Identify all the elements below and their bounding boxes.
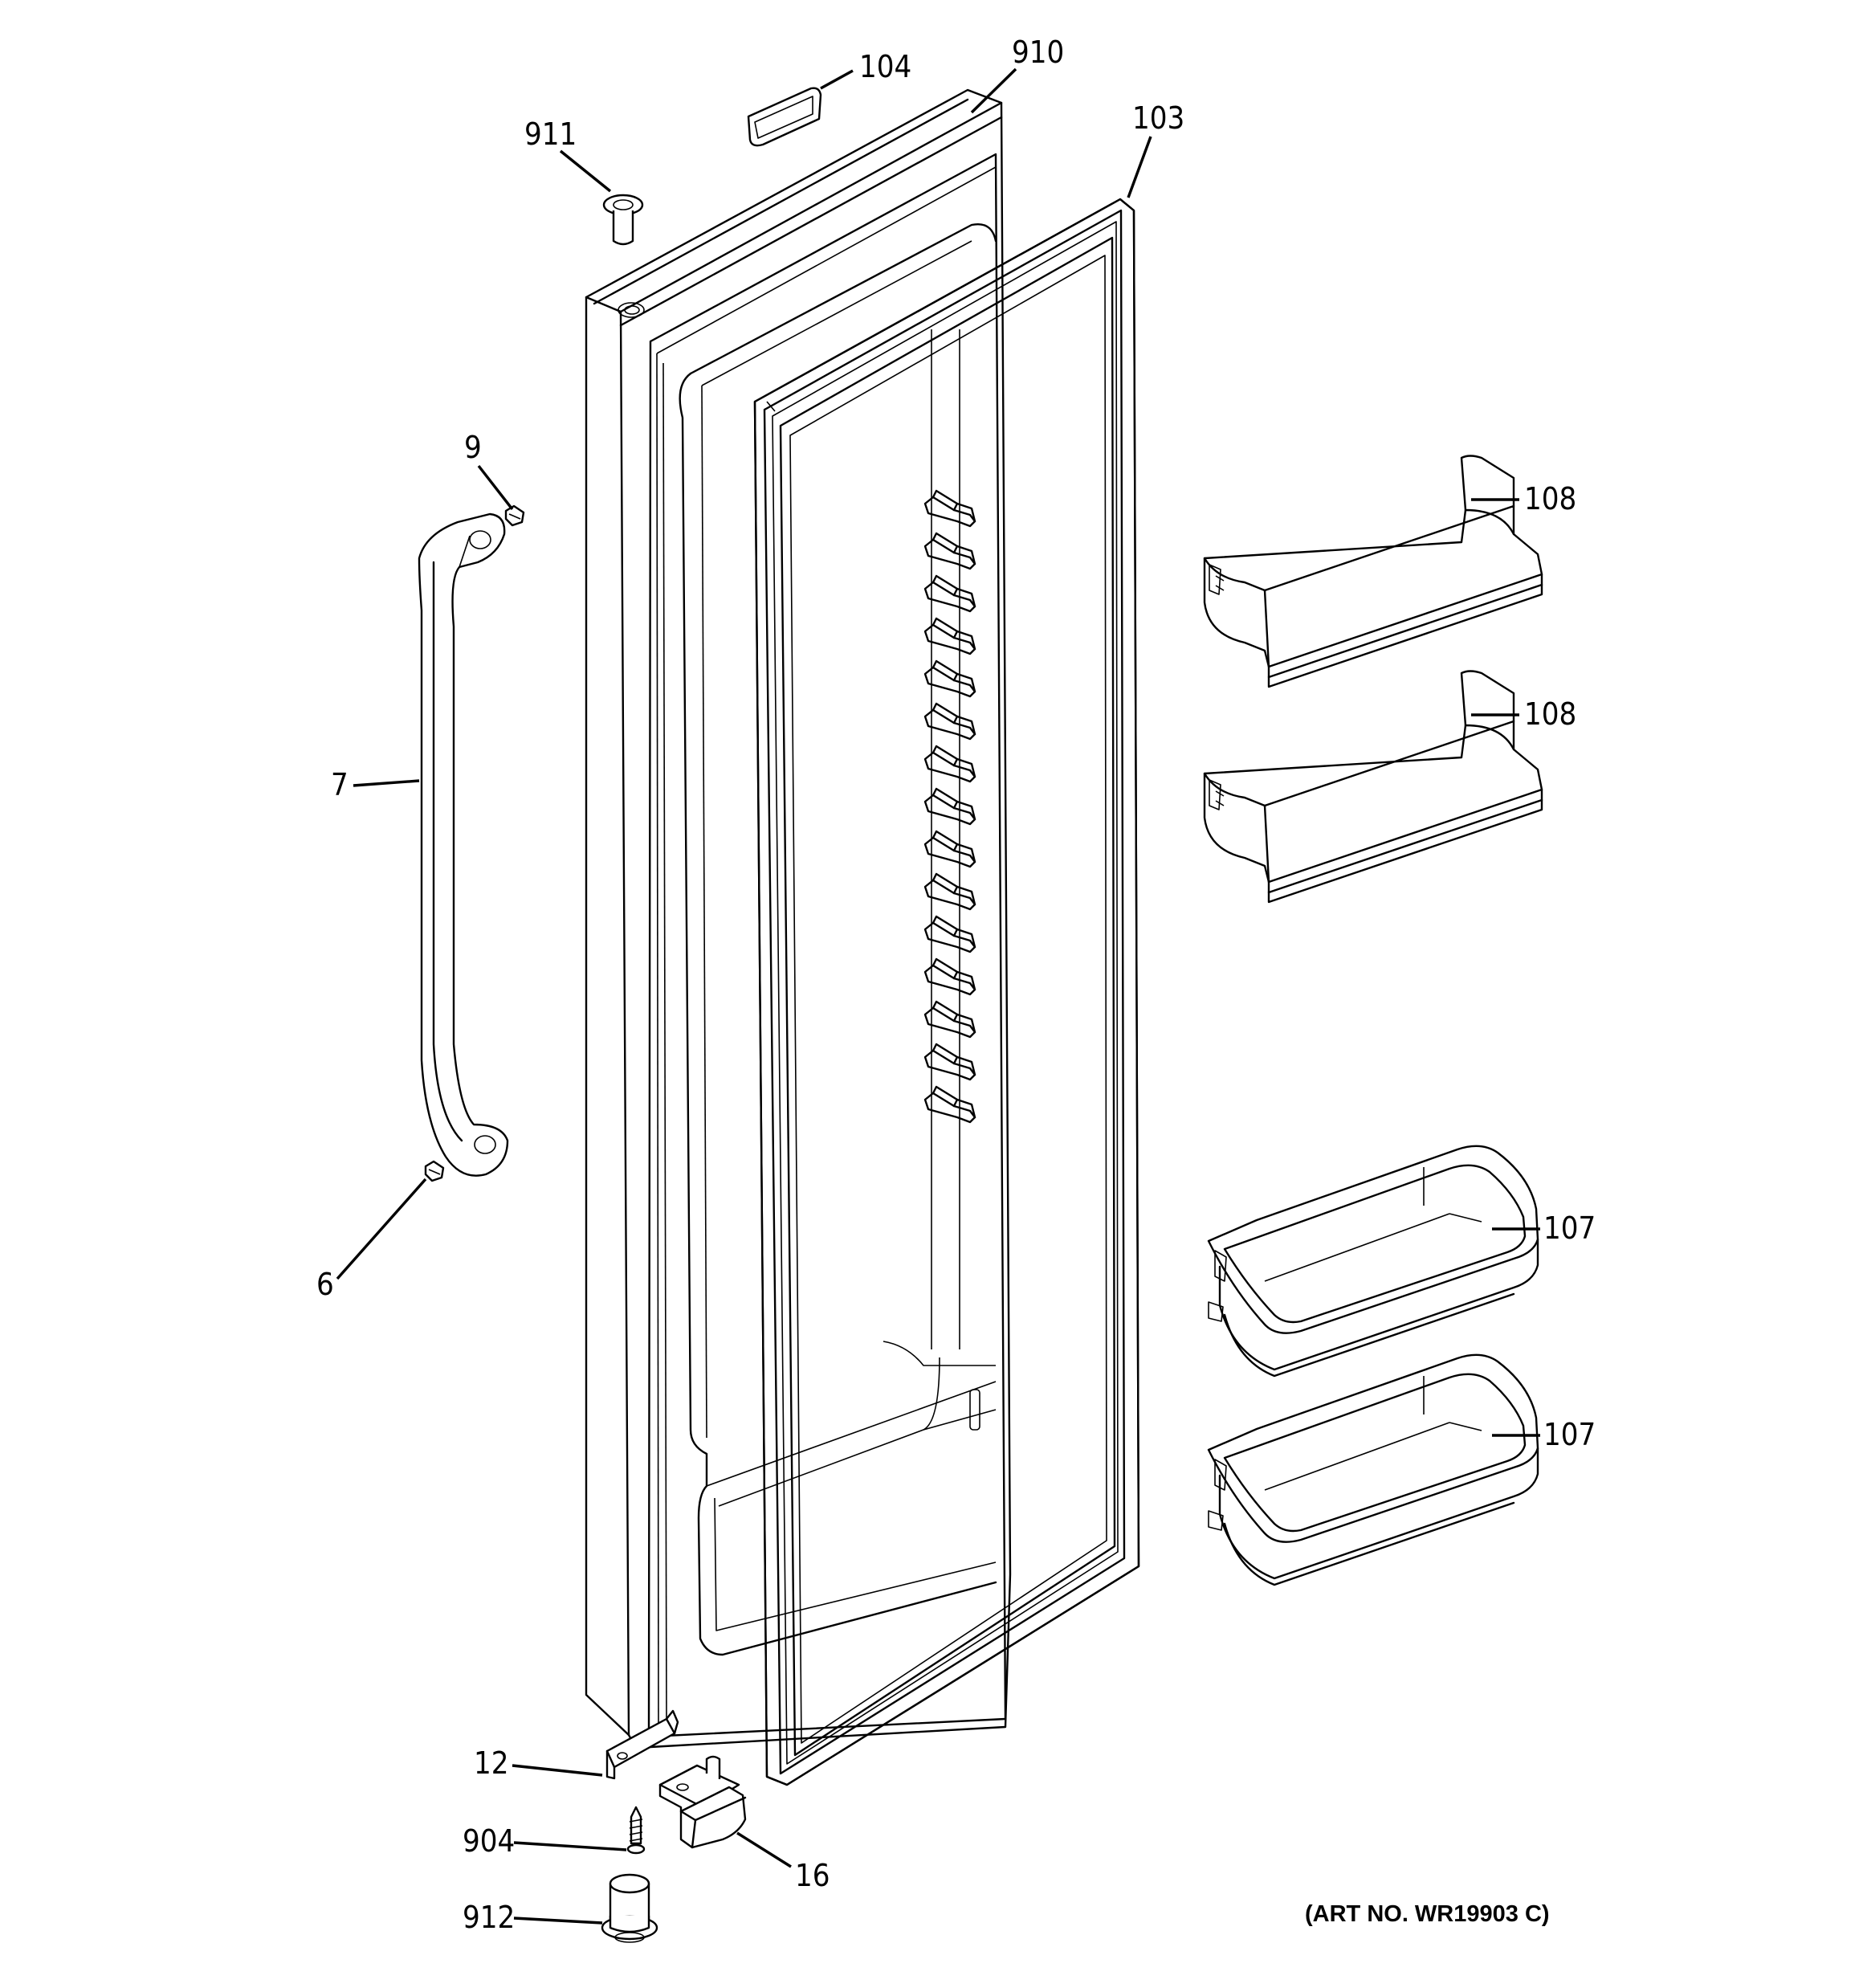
hinge-plate [605, 1709, 679, 1780]
callout-7: 7 [331, 767, 349, 802]
callout-107-upper: 107 [1543, 1210, 1596, 1246]
callout-16: 16 [795, 1858, 830, 1893]
callout-108-upper: 108 [1524, 481, 1576, 516]
hinge-bushing-top [602, 194, 644, 246]
door-bin-107-lower [1207, 1353, 1539, 1586]
hinge-bushing-bottom [601, 1873, 658, 1943]
callout-108-lower: 108 [1524, 696, 1576, 732]
callout-910: 910 [1012, 35, 1064, 70]
callout-107-lower: 107 [1543, 1417, 1596, 1452]
callout-912: 912 [463, 1900, 515, 1935]
art-number: (ART NO. WR19903 C) [1305, 1901, 1550, 1927]
top-cap [747, 87, 822, 147]
callout-labels: 104 910 911 103 9 108 108 7 6 107 107 12… [316, 35, 1596, 1935]
callout-911: 911 [524, 116, 577, 152]
callout-103: 103 [1132, 100, 1184, 136]
door-bin-107-upper [1207, 1145, 1539, 1378]
screw-904 [626, 1806, 646, 1855]
callout-9: 9 [464, 430, 482, 465]
bottom-hinge [658, 1755, 747, 1849]
callout-12: 12 [474, 1745, 509, 1781]
callout-104: 104 [859, 49, 911, 84]
door-bin-108-lower [1203, 670, 1543, 904]
handle [418, 512, 509, 1177]
callout-904: 904 [463, 1823, 515, 1859]
callout-6: 6 [316, 1267, 334, 1302]
door-gasket [753, 198, 1140, 1786]
leader-lines [336, 67, 1540, 1925]
door-bin-108-upper [1203, 455, 1543, 688]
screw-top [504, 504, 525, 527]
screw-bottom [424, 1160, 445, 1182]
